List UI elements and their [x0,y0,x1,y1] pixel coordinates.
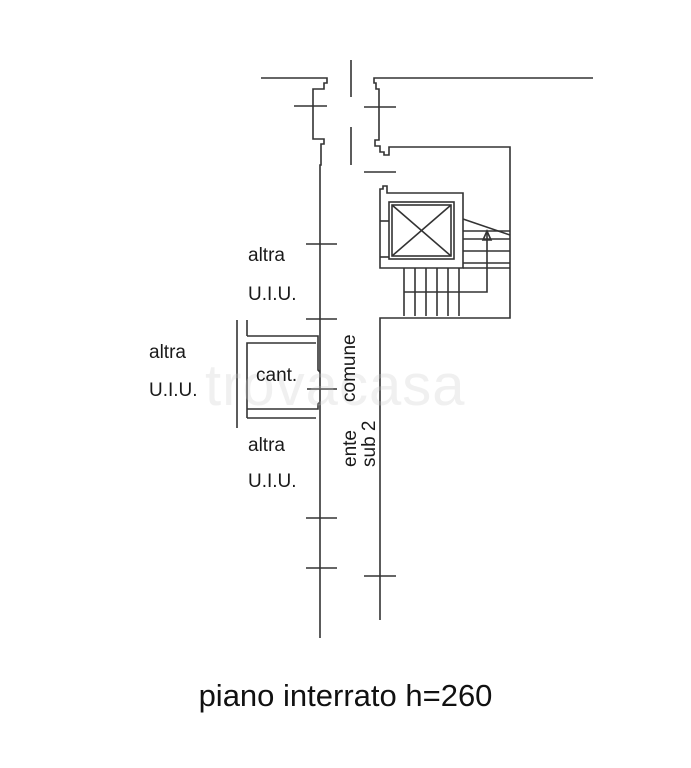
cellar-room [236,320,337,428]
staircase [403,218,511,316]
watermark-text: trovacasa [205,353,466,418]
top-wall-outline [261,60,593,638]
upper-unit-label-line2: U.I.U. [248,284,297,305]
lower-unit-label-line1: altra [248,435,285,456]
entity-label-line1: ente [340,430,361,467]
entity-label-line2: sub 2 [359,420,380,467]
floor-caption: piano interrato h=260 [198,678,493,713]
elevator-shaft [379,185,464,269]
cellar-label: cant. [256,365,298,386]
lower-unit-label-line2: U.I.U. [248,471,297,492]
common-area-label: comune [339,334,360,402]
left-unit-label-line2: U.I.U. [149,380,198,401]
dimension-ticks [306,243,396,577]
upper-unit-label-line1: altra [248,245,285,266]
left-unit-label-line1: altra [149,342,186,363]
